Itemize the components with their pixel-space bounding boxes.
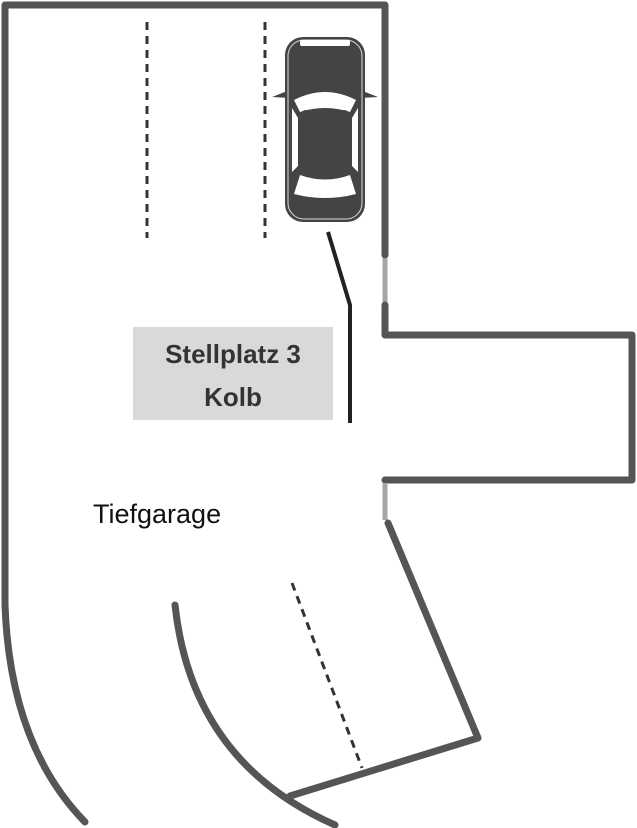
inner-curved-wall — [171, 601, 339, 828]
left-curved-wall — [1, 601, 89, 826]
ramp-wall — [286, 519, 482, 800]
car-top-view-icon — [272, 37, 378, 222]
ramp-center-line — [290, 582, 364, 769]
parking-label-box — [133, 327, 333, 420]
parking-space-owner: Kolb — [204, 382, 262, 412]
outer-left-wall — [1, 1, 389, 609]
parking-space-number: Stellplatz 3 — [165, 339, 301, 369]
area-label: Tiefgarage — [93, 499, 221, 529]
right-corridor-wall — [381, 301, 636, 484]
route-line — [326, 231, 352, 423]
